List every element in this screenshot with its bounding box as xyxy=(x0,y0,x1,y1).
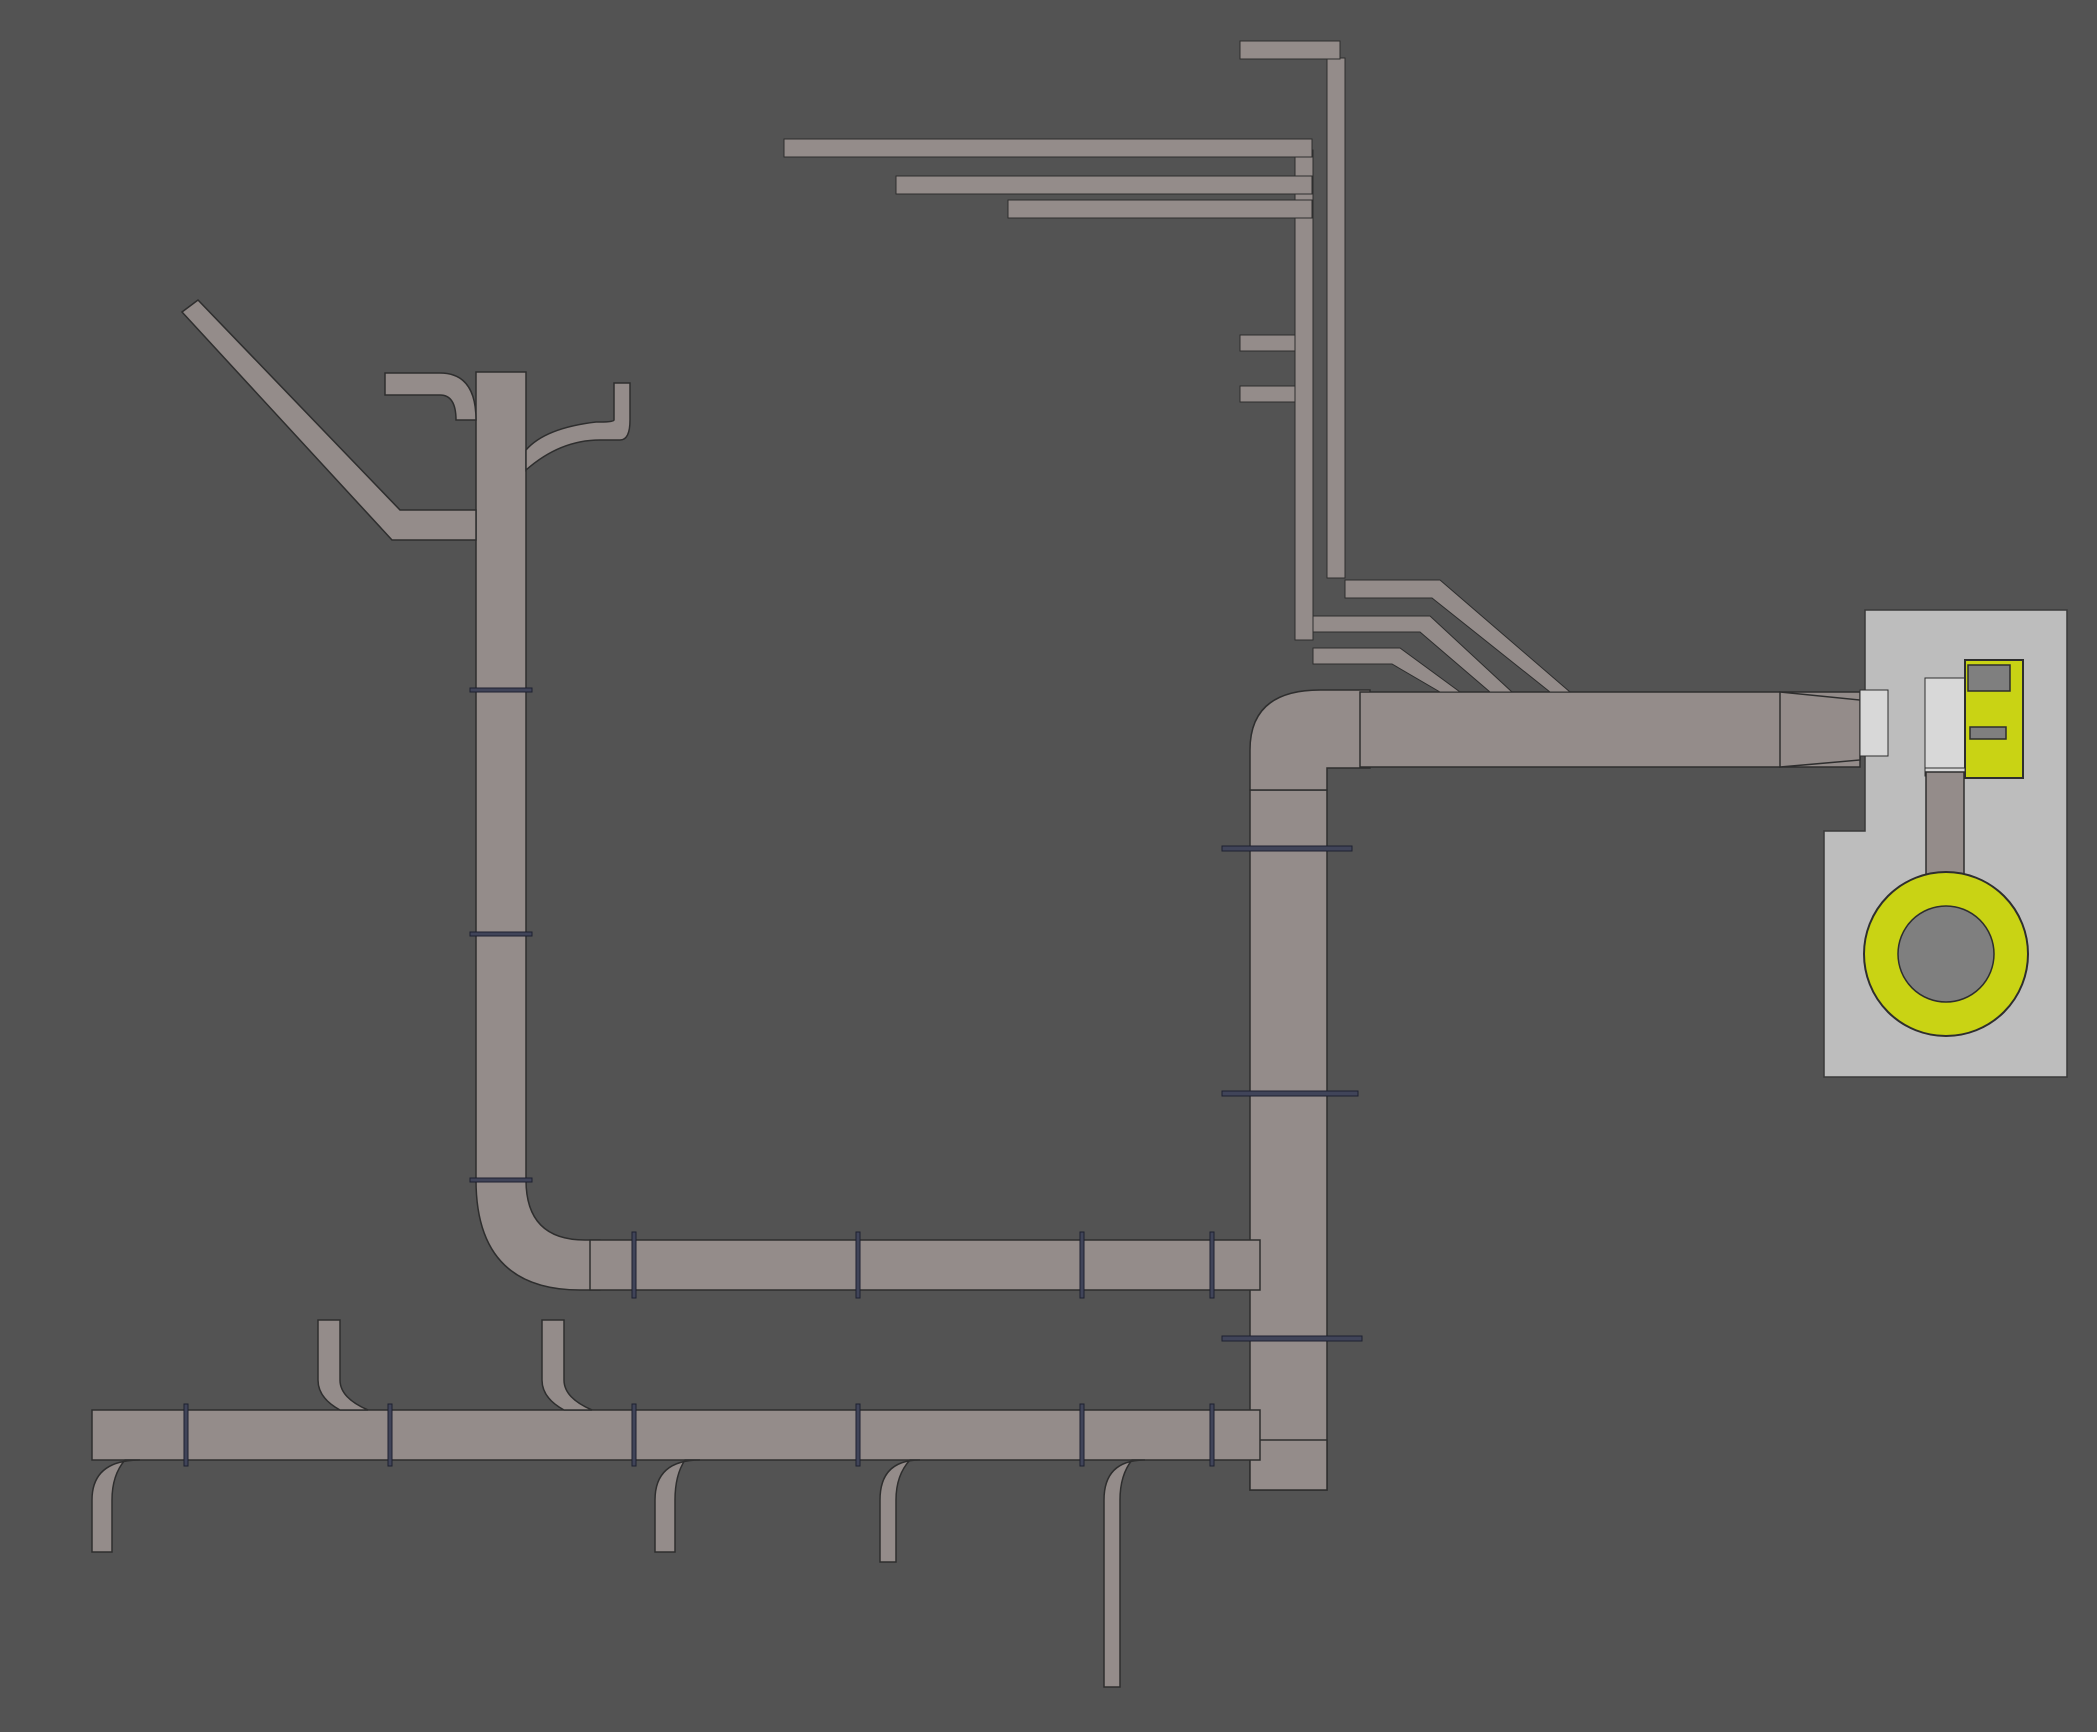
cyclone-inner-core xyxy=(1897,905,1995,1003)
top-left-diagonal-branch[interactable] xyxy=(180,299,477,541)
clamp-b-1 xyxy=(183,1403,189,1467)
fan-motor xyxy=(1967,664,2011,692)
clamp-h-2 xyxy=(855,1231,861,1299)
main-trunk[interactable] xyxy=(1249,689,1861,1491)
clamp-b-3 xyxy=(631,1403,637,1467)
rise-2[interactable] xyxy=(541,1319,593,1411)
clamp-main-2 xyxy=(1221,1090,1359,1097)
bottom-horizontal-duct[interactable] xyxy=(91,1409,1261,1461)
clamp-left-1 xyxy=(469,687,533,693)
small-horizontal-duct-2[interactable] xyxy=(895,175,1313,195)
drop-3[interactable] xyxy=(879,1459,921,1563)
clamp-left-2 xyxy=(469,931,533,937)
cyclone-separator-icon[interactable] xyxy=(1863,771,2029,1037)
clamps xyxy=(183,687,1363,1467)
drop-1[interactable] xyxy=(91,1459,141,1553)
main-trunk-elbow[interactable] xyxy=(1249,689,1371,791)
left-horizontal-duct[interactable] xyxy=(589,1239,1261,1291)
small-horizontal-duct-1[interactable] xyxy=(783,138,1313,158)
small-vertical-duct-b[interactable] xyxy=(1294,149,1314,641)
clamp-b-4 xyxy=(855,1403,861,1467)
top-right-branches[interactable] xyxy=(783,40,1572,693)
drop-4[interactable] xyxy=(1103,1459,1146,1688)
small-stub-1[interactable] xyxy=(1239,334,1296,352)
clamp-h-1 xyxy=(631,1231,637,1299)
converging-duct-2[interactable] xyxy=(1312,615,1514,693)
clamp-main-3 xyxy=(1221,1335,1363,1342)
rise-1[interactable] xyxy=(317,1319,369,1411)
main-vertical-duct[interactable] xyxy=(1249,789,1328,1491)
fan-outlet xyxy=(1969,726,2007,740)
fan-body[interactable] xyxy=(1924,677,1966,769)
converging-duct-1[interactable] xyxy=(1344,579,1572,693)
clamp-left-3 xyxy=(469,1177,533,1183)
small-vertical-duct-a[interactable] xyxy=(1326,57,1346,579)
top-left-elbow-branch[interactable] xyxy=(384,372,477,421)
main-trunk-bottom-end xyxy=(1249,1439,1328,1491)
bottom-branch[interactable] xyxy=(91,1319,1261,1688)
converging-duct-3[interactable] xyxy=(1312,647,1462,693)
fan-inlet-reducer[interactable] xyxy=(1779,691,1861,768)
small-horizontal-duct-3[interactable] xyxy=(1007,199,1313,219)
left-vertical-duct[interactable] xyxy=(475,371,527,1183)
clamp-b-2 xyxy=(387,1403,393,1467)
clamp-b-6 xyxy=(1209,1403,1215,1467)
clamp-main-1 xyxy=(1221,845,1353,852)
drop-2[interactable] xyxy=(654,1459,701,1553)
left-branch[interactable] xyxy=(180,299,1261,1291)
clamp-h-4 xyxy=(1209,1231,1215,1299)
fan-inlet-flange xyxy=(1859,689,1889,757)
clamp-h-3 xyxy=(1079,1231,1085,1299)
fan-unit-icon[interactable] xyxy=(1859,659,2024,779)
clamp-b-5 xyxy=(1079,1403,1085,1467)
small-top-horizontal[interactable] xyxy=(1239,40,1341,60)
top-right-elbow-branch[interactable] xyxy=(525,382,631,472)
small-stub-2[interactable] xyxy=(1239,385,1296,403)
